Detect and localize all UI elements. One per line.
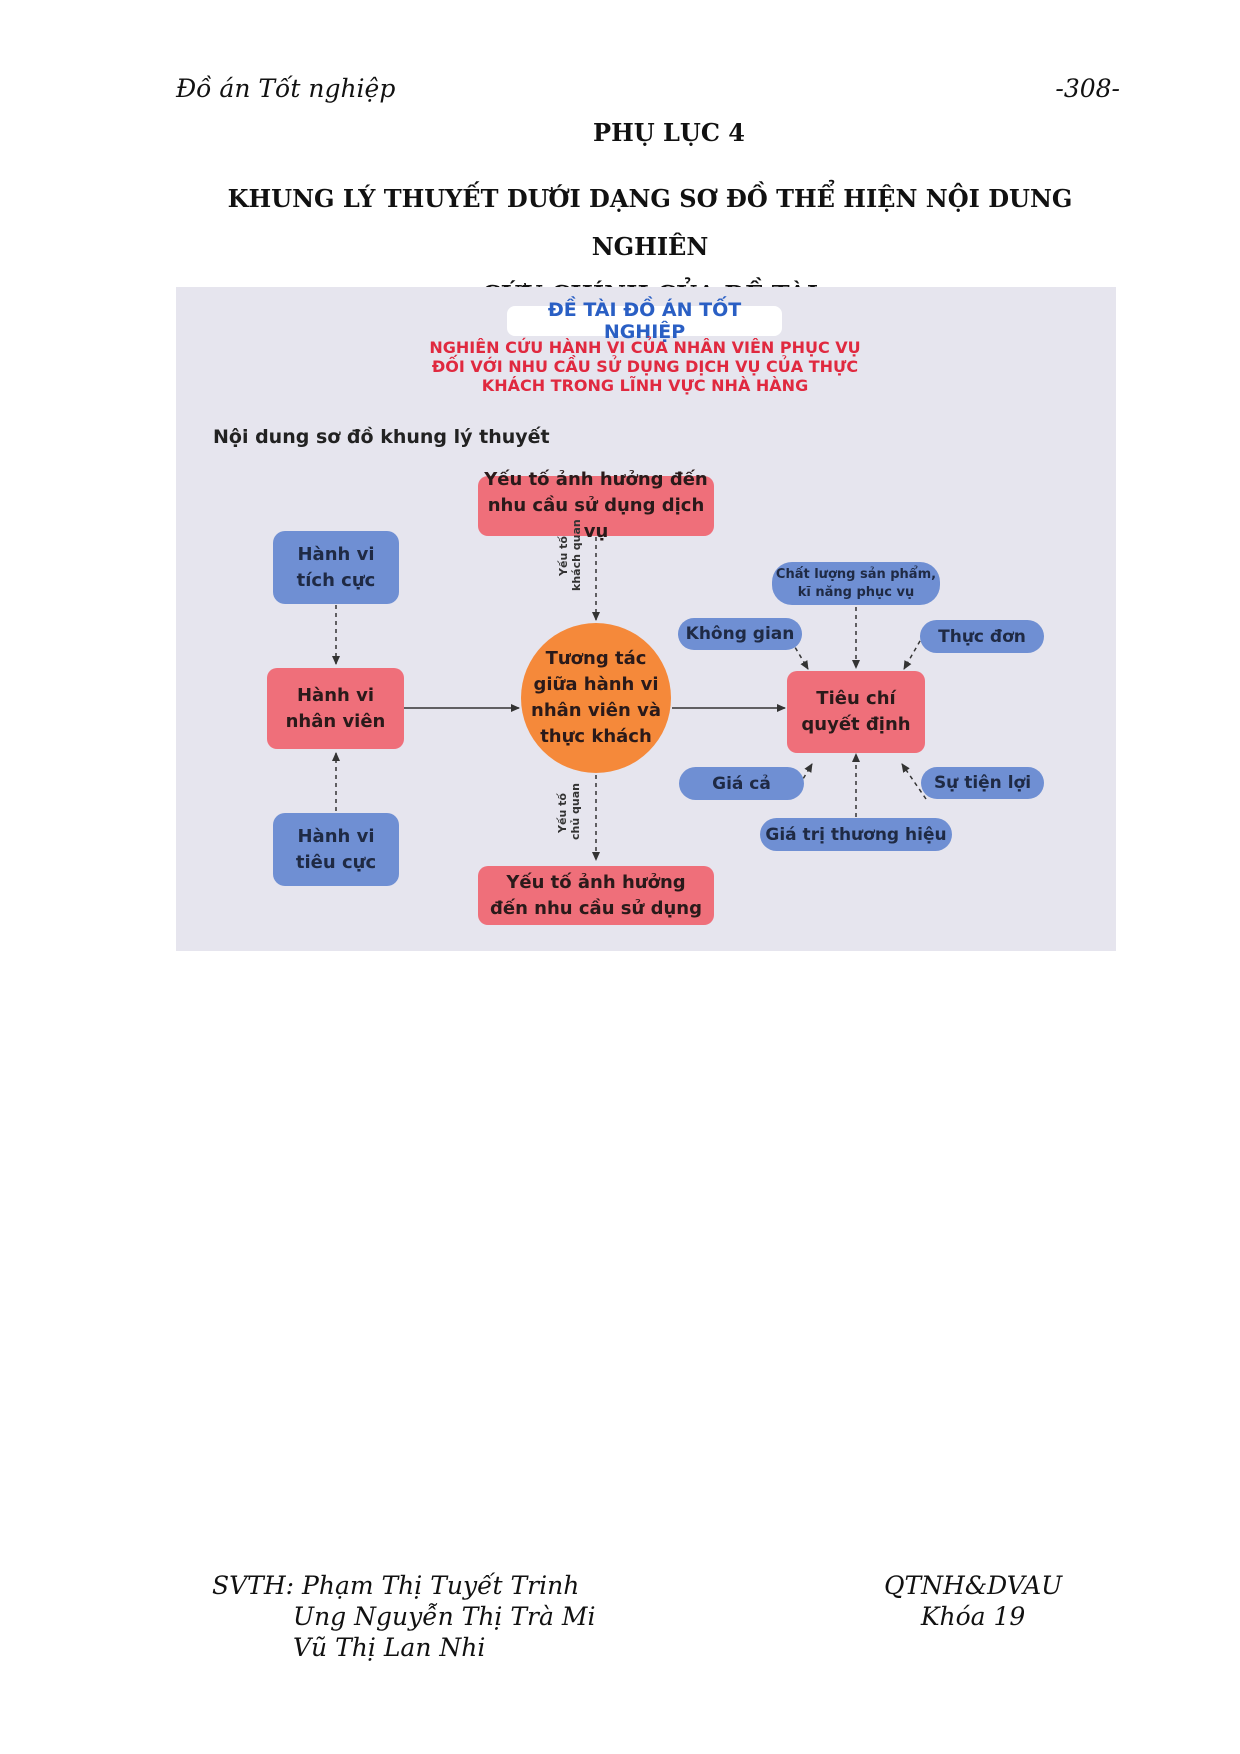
arrow-convenience-to-criteria [901, 763, 927, 800]
topic-line-1: NGHIÊN CỨU HÀNH VI CỦA NHÂN VIÊN PHỤC VỤ [429, 338, 861, 357]
quality-pill: Chất lượng sản phẩm, kĩ năng phục vụ [772, 562, 940, 605]
top-factor-line-2: nhu cầu sử dụng dịch vụ [487, 495, 705, 542]
topic-line-2: ĐỐI VỚI NHU CẦU SỬ DỤNG DỊCH VỤ CỦA THỰC [431, 357, 859, 376]
footer-program: QTNH&DVAU Khóa 19 [884, 1570, 1062, 1632]
brand-value-pill: Giá trị thương hiệu [760, 818, 952, 851]
negative-line-2: tiêu cực [295, 851, 377, 873]
decision-criteria-box: Tiêu chí quyết định [787, 671, 925, 753]
center-line-1: Tương tác [545, 648, 647, 669]
space-pill: Không gian [678, 618, 802, 650]
criteria-line-2: quyết định [801, 714, 911, 735]
bottom-factor-line-1: Yếu tố ảnh hưởng [506, 871, 686, 893]
price-pill: Giá cả [679, 767, 804, 800]
footer-program-name: QTNH&DVAU [884, 1571, 1063, 1600]
footer-authors: SVTH: Phạm Thị Tuyết Trinh Ung Nguyễn Th… [212, 1570, 595, 1663]
positive-line-2: tích cực [296, 569, 376, 591]
criteria-line-1: Tiêu chí [816, 688, 896, 709]
section-label: Nội dung sơ đồ khung lý thuyết [213, 426, 550, 448]
theory-framework-diagram: ĐỀ TÀI ĐỒ ÁN TỐT NGHIỆP NGHIÊN CỨU HÀNH … [176, 287, 1116, 951]
header-left: Đồ án Tốt nghiệp [176, 74, 396, 103]
staff-line-1: Hành vi [296, 684, 374, 706]
appendix-label: PHỤ LỤC 4 [593, 118, 745, 147]
center-circle [521, 623, 671, 773]
topic-label: ĐỀ TÀI ĐỒ ÁN TỐT NGHIỆP [507, 299, 782, 343]
staff-behavior-box: Hành vi nhân viên [267, 668, 404, 749]
page-number: -308- [1055, 74, 1120, 103]
center-line-4: thực khách [540, 726, 652, 747]
objective-factor-label: Yếu tố khách quan [557, 519, 583, 591]
footer-svth: SVTH: Phạm Thị Tuyết Trinh [212, 1571, 580, 1600]
negative-line-1: Hành vi [297, 825, 375, 847]
title-line-1: KHUNG LÝ THUYẾT DƯỚI DẠNG SƠ ĐỒ THỂ HIỆN… [227, 184, 1073, 261]
quality-line-1: Chất lượng sản phẩm, [775, 566, 937, 582]
convenience-pill: Sự tiện lợi [921, 767, 1044, 799]
center-line-2: giữa hành vi [533, 674, 659, 695]
subjective-factor-label: Yếu tố chủ quan [556, 783, 582, 840]
center-line-3: nhân viên và [531, 700, 661, 721]
arrow-price-to-criteria-visible [790, 763, 813, 800]
quality-line-2: kĩ năng phục vụ [797, 584, 915, 600]
staff-line-2: nhân viên [285, 710, 386, 732]
top-factor-box: Yếu tố ảnh hưởng đến nhu cầu sử dụng dịc… [478, 469, 714, 542]
footer-author-3: Vũ Thị Lan Nhi [293, 1633, 486, 1662]
positive-behavior-box: Hành vi tích cực [273, 531, 399, 604]
center-interaction-text: Tương tác giữa hành vi nhân viên và thực… [521, 623, 671, 773]
footer-cohort: Khóa 19 [920, 1602, 1026, 1631]
negative-behavior-box: Hành vi tiêu cực [273, 813, 399, 886]
bottom-factor-box: Yếu tố ảnh hưởng đến nhu cầu sử dụng [478, 866, 714, 925]
topic-text: NGHIÊN CỨU HÀNH VI CỦA NHÂN VIÊN PHỤC VỤ… [406, 338, 884, 395]
bottom-factor-line-2: đến nhu cầu sử dụng [490, 897, 702, 919]
footer-author-2: Ung Nguyễn Thị Trà Mi [293, 1602, 596, 1631]
positive-line-1: Hành vi [297, 543, 375, 565]
top-factor-line-1: Yếu tố ảnh hưởng đến [484, 469, 708, 490]
topic-line-3: KHÁCH TRONG LĨNH VỰC NHÀ HÀNG [481, 376, 809, 395]
menu-pill: Thực đơn [920, 620, 1044, 653]
